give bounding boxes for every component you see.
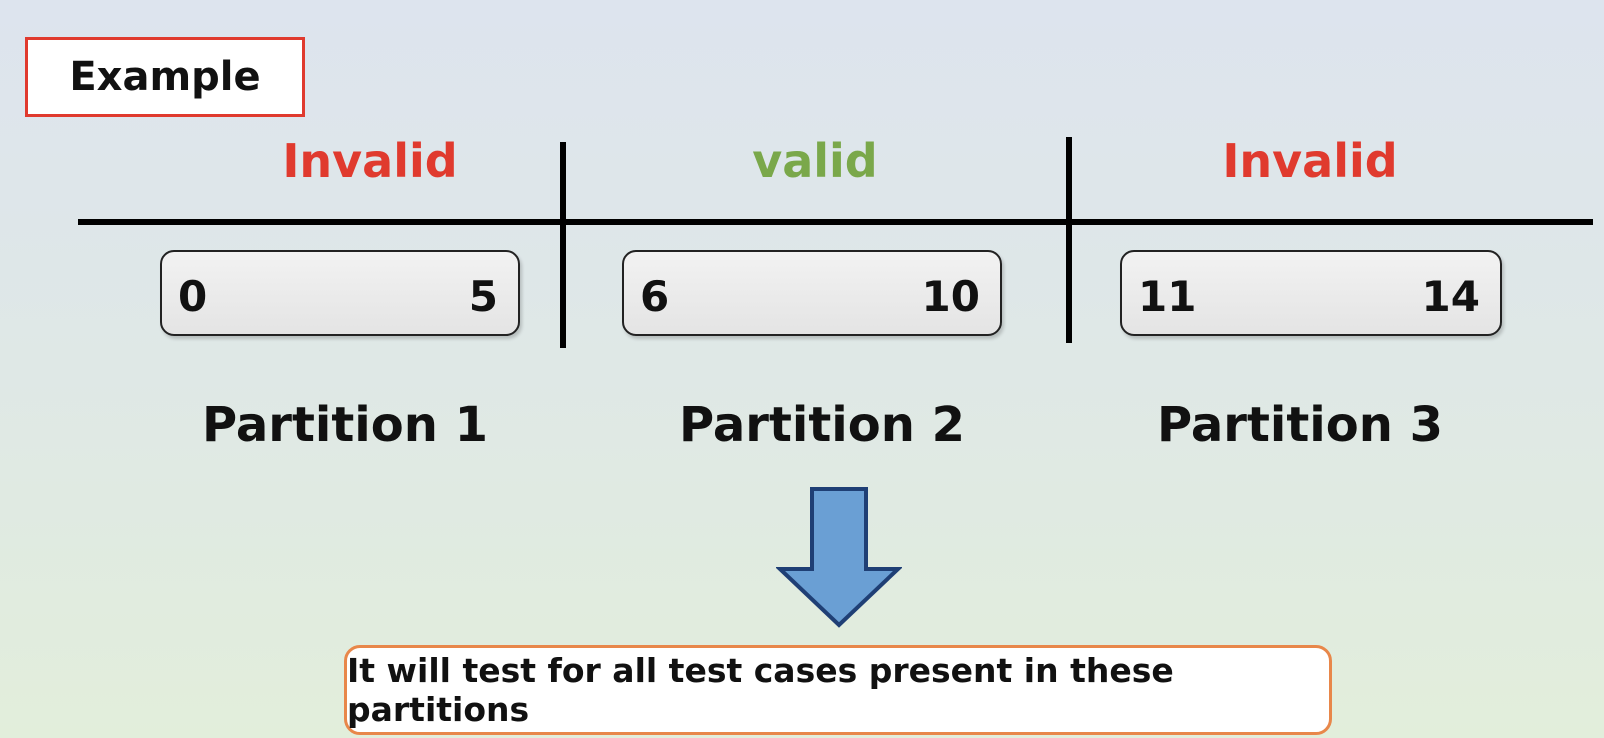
range-box-3: 11 14 — [1120, 250, 1502, 336]
status-label-3: Invalid — [1222, 134, 1398, 188]
note-box: It will test for all test cases present … — [344, 645, 1332, 735]
range-high-3: 14 — [1421, 272, 1480, 321]
partition-label-1: Partition 1 — [201, 397, 488, 453]
partition-label-3: Partition 3 — [1156, 397, 1443, 453]
range-low-2: 6 — [640, 272, 670, 321]
note-text: It will test for all test cases present … — [347, 651, 1174, 729]
range-high-2: 10 — [921, 272, 980, 321]
status-label-2: valid — [752, 134, 878, 188]
partition-label-2: Partition 2 — [678, 397, 965, 453]
range-high-1: 5 — [468, 272, 498, 321]
range-box-1: 0 5 — [160, 250, 520, 336]
down-arrow-icon — [776, 487, 902, 628]
example-label-text: Example — [69, 54, 261, 100]
number-line — [78, 219, 1593, 225]
range-low-1: 0 — [178, 272, 208, 321]
divider-2 — [1066, 137, 1072, 343]
status-label-1: Invalid — [282, 134, 458, 188]
divider-1 — [560, 142, 566, 348]
range-low-3: 11 — [1138, 272, 1197, 321]
range-box-2: 6 10 — [622, 250, 1002, 336]
example-label: Example — [25, 37, 305, 117]
